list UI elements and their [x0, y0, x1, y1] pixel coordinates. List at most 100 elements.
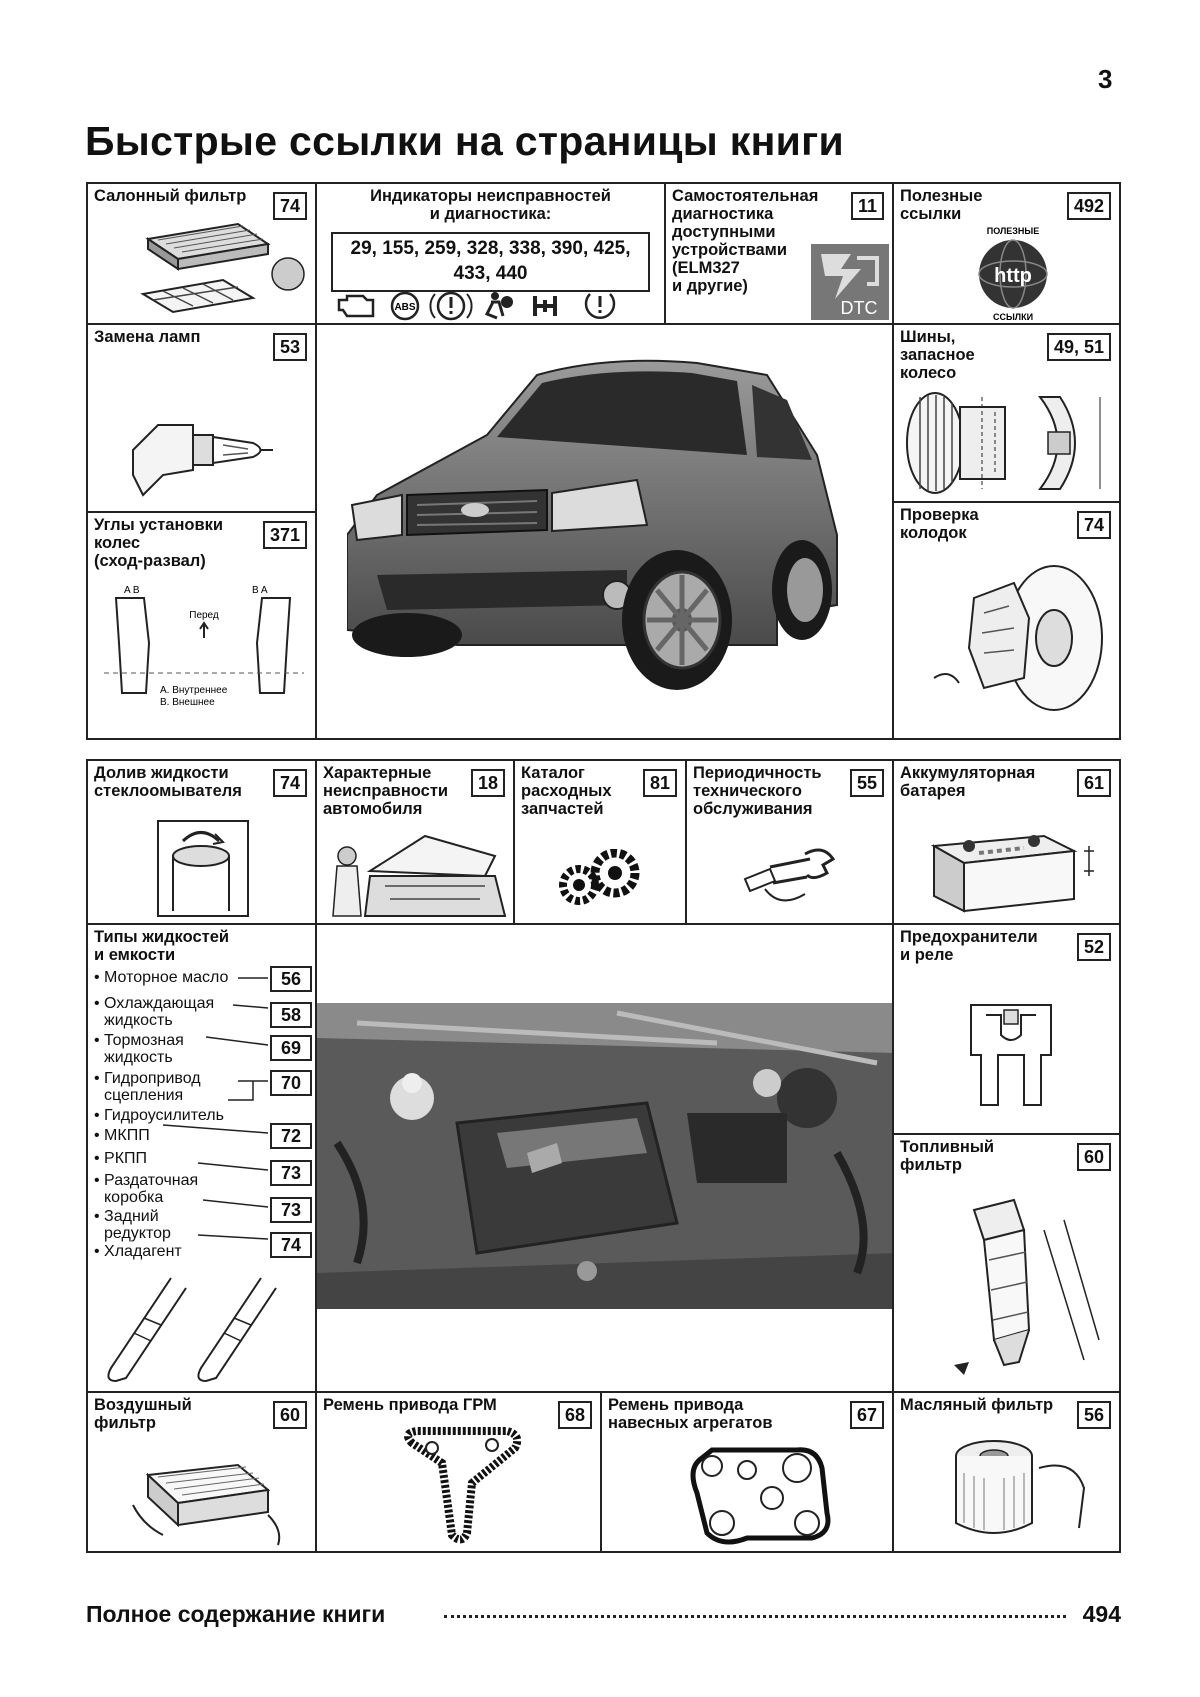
fluid-transfer-case-l2: коробка: [104, 1189, 164, 1206]
fuel-filter-page[interactable]: 60: [1076, 1143, 1111, 1171]
useful-links-cell[interactable]: Полезные ссылки 492 ПОЛЕЗНЫЕ http ССЫЛКИ: [892, 182, 1121, 325]
oil-filter-page[interactable]: 56: [1076, 1401, 1111, 1429]
mechanic-hood-icon: [332, 834, 507, 917]
fluid-rear-axle-page[interactable]: 73: [270, 1197, 312, 1223]
fluid-clutch-page[interactable]: 70: [270, 1070, 312, 1096]
oil-filter-cell[interactable]: Масляный фильтр 56: [892, 1391, 1121, 1553]
lamps-page[interactable]: 53: [272, 333, 307, 361]
washer-title: Долив жидкости стеклоомывателя: [94, 764, 242, 800]
washer-page[interactable]: 74: [272, 769, 307, 797]
svg-text:ССЫЛКИ: ССЫЛКИ: [993, 312, 1033, 322]
fluid-brake-page[interactable]: 69: [270, 1035, 312, 1061]
toc-page[interactable]: 494: [1082, 1601, 1121, 1627]
pads-page[interactable]: 74: [1076, 511, 1111, 539]
fluid-gearbox-page[interactable]: 72: [270, 1123, 312, 1149]
battery-l1: Аккумуляторная: [900, 764, 1036, 782]
faults-cell[interactable]: Характерные неисправности автомобиля 18: [315, 759, 515, 925]
fuel-filter-icon: [954, 1198, 1100, 1375]
fuel-filter-title: Топливный фильтр: [900, 1138, 994, 1174]
tires-page[interactable]: 49, 51: [1046, 333, 1111, 361]
pads-cell[interactable]: Проверка колодок 74: [892, 501, 1121, 740]
suv-car-photo: [347, 359, 838, 690]
useful-links-page[interactable]: 492: [1066, 192, 1111, 220]
dtc-icon: DTC: [811, 244, 889, 320]
catalog-l2: расходных: [521, 782, 612, 800]
fluid-rear-axle-l2: редуктор: [104, 1225, 171, 1242]
aux-belt-l1: Ремень привода: [608, 1396, 744, 1414]
fluid-brake: • Тормозная жидкость: [94, 1032, 184, 1066]
timing-belt-cell[interactable]: Ремень привода ГРМ 68: [315, 1391, 602, 1553]
globe-icon: ПОЛЕЗНЫЕ http ССЫЛКИ: [978, 226, 1048, 322]
fluids-cell[interactable]: Типы жидкостей и емкости • Моторное масл…: [86, 923, 317, 1393]
self-diag-page[interactable]: 11: [850, 192, 884, 220]
tpms-icon: [584, 293, 616, 320]
air-filter-l1: Воздушный: [94, 1396, 192, 1414]
fuses-cell[interactable]: Предохранители и реле 52: [892, 923, 1121, 1135]
fluid-coolant-page[interactable]: 58: [270, 1002, 312, 1028]
aux-belt-page[interactable]: 67: [849, 1401, 884, 1429]
lamps-cell[interactable]: Замена ламп 53: [86, 323, 317, 513]
catalog-page[interactable]: 81: [642, 769, 677, 797]
faults-page[interactable]: 18: [470, 769, 505, 797]
self-diag-l3: доступными: [672, 223, 776, 241]
self-diag-cell[interactable]: Самостоятельная диагностика доступными у…: [664, 182, 894, 325]
lamps-title: Замена ламп: [94, 328, 201, 346]
fluid-rear-axle: • Задний редуктор: [94, 1208, 171, 1242]
fluid-coolant-l2: жидкость: [104, 1012, 173, 1029]
svg-text:B. Внешнее: B. Внешнее: [160, 697, 215, 708]
faults-title: Характерные неисправности автомобиля: [323, 764, 448, 818]
self-diag-l5: (ELM327: [672, 259, 740, 277]
catalog-cell[interactable]: Каталог расходных запчастей 81: [513, 759, 687, 925]
washer-cell[interactable]: Долив жидкости стеклоомывателя 74: [86, 759, 317, 925]
self-diag-l1: Самостоятельная: [672, 187, 819, 205]
alignment-page[interactable]: 371: [262, 521, 307, 549]
timing-belt-page[interactable]: 68: [557, 1401, 592, 1429]
fluid-coolant-l1: • Охлаждающая: [94, 995, 215, 1012]
battery-icon: [930, 834, 1094, 913]
airbag-icon: [484, 292, 513, 320]
aux-belt-title: Ремень привода навесных агрегатов: [608, 1396, 772, 1432]
svg-text:A. Внутреннее: A. Внутреннее: [160, 685, 228, 696]
fluid-clutch-l1: • Гидропривод: [94, 1070, 201, 1087]
fuel-filter-cell[interactable]: Топливный фильтр 60: [892, 1133, 1121, 1393]
cabin-filter-cell[interactable]: Салонный фильтр 74: [86, 182, 317, 325]
page-number: 3: [1098, 64, 1113, 94]
faults-l1: Характерные: [323, 764, 432, 782]
air-filter-cell[interactable]: Воздушный фильтр 60: [86, 1391, 317, 1553]
fuse-icon: [970, 1004, 1052, 1106]
alignment-cell[interactable]: Углы установки колес (сход-развал) 371 A…: [86, 511, 317, 740]
oil-filter-icon: [955, 1440, 1086, 1534]
cabin-filter-page[interactable]: 74: [272, 192, 307, 220]
indicators-pages[interactable]: 29, 155, 259, 328, 338, 390, 425, 433, 4…: [331, 232, 650, 292]
fuel-filter-l1: Топливный: [900, 1138, 995, 1156]
timing-belt-icon: [404, 1427, 522, 1544]
catalog-l1: Каталог: [521, 764, 585, 782]
drivetrain-icon: [533, 296, 557, 316]
aux-belt-cell[interactable]: Ремень привода навесных агрегатов 67: [600, 1391, 894, 1553]
fluid-engine-oil-page[interactable]: 56: [270, 966, 312, 992]
battery-cell[interactable]: Аккумуляторная батарея 61: [892, 759, 1121, 925]
indicators-pages-line1: 29, 155, 259, 328, 338, 390, 425,: [350, 238, 631, 259]
service-cell[interactable]: Периодичность технического обслуживания …: [685, 759, 894, 925]
engine-photo-cell: [315, 923, 894, 1393]
serpentine-belt-icon: [690, 1447, 831, 1545]
tires-cell[interactable]: Шины, запасное колесо 49, 51: [892, 323, 1121, 503]
svg-text:ПОЛЕЗНЫЕ: ПОЛЕЗНЫЕ: [987, 226, 1040, 236]
fluid-transfer-gear: • РКПП: [94, 1150, 148, 1167]
fluid-refrigerant: • Хладагент: [94, 1243, 182, 1260]
fluids-l1: Типы жидкостей: [94, 928, 230, 946]
service-page[interactable]: 55: [849, 769, 884, 797]
fuses-page[interactable]: 52: [1076, 933, 1111, 961]
air-filter-page[interactable]: 60: [272, 1401, 307, 1429]
battery-page[interactable]: 61: [1076, 769, 1111, 797]
fluid-transfer-case-page[interactable]: 73: [270, 1160, 312, 1186]
useful-links-title: Полезные ссылки: [900, 187, 982, 223]
gears-icon: [559, 849, 640, 905]
svg-text:Перед: Перед: [189, 610, 219, 621]
tires-title: Шины, запасное колесо: [900, 328, 975, 382]
indicators-cell[interactable]: Индикаторы неисправностей и диагностика:…: [315, 182, 666, 325]
washer-reservoir-icon: [157, 820, 249, 917]
indicators-pages-line2: 433, 440: [453, 263, 528, 284]
fluid-refrigerant-page[interactable]: 74: [270, 1232, 312, 1258]
fuel-filter-l2: фильтр: [900, 1156, 962, 1174]
